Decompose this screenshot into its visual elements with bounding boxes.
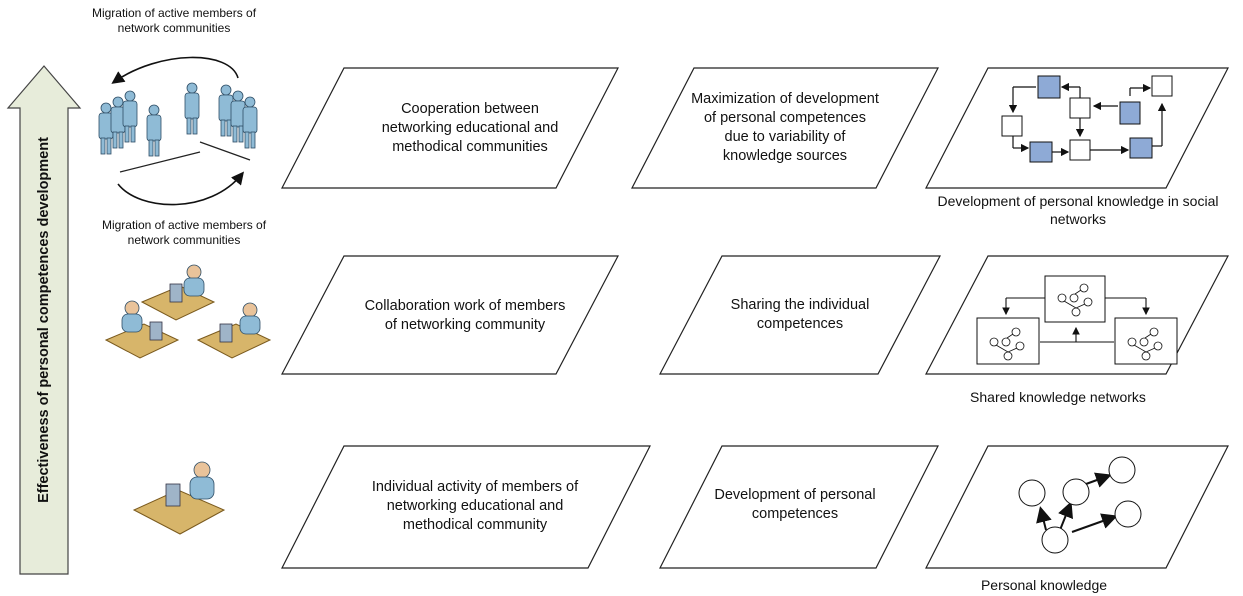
row2-knowledge-caption: Shared knowledge networks: [970, 389, 1146, 405]
row3-result-text: Development of personal competences: [714, 487, 876, 522]
row1-activity-text: Cooperation between networking education…: [381, 100, 559, 155]
row2-activity-text: Collaboration work of members of network…: [364, 298, 566, 333]
collaboration-workstations-icon: [104, 264, 272, 359]
row1-activity-box: [281, 67, 619, 189]
community-migration-icon: [98, 56, 258, 206]
row3-knowledge-box: [925, 445, 1229, 569]
row2-result-box: [659, 255, 941, 375]
row3-activity-box: [281, 445, 651, 569]
row3-activity-text: Individual activity of members of networ…: [371, 478, 579, 533]
row2-activity-box: [281, 255, 619, 375]
row1-knowledge-caption: Development of personal knowledge in soc…: [937, 193, 1219, 227]
row2-result-text: Sharing the individual competences: [730, 297, 870, 332]
row1-result-box: [631, 67, 939, 189]
row3-result-box: [659, 445, 939, 569]
migration-label-top: Migration of active members of network c…: [91, 6, 257, 35]
row1-result-text: Maximization of development of personal …: [691, 91, 879, 164]
migration-label-bottom: Migration of active members of network c…: [101, 218, 267, 247]
row3-knowledge-caption: Personal knowledge: [980, 577, 1108, 593]
individual-workstation-icon: [132, 461, 226, 535]
